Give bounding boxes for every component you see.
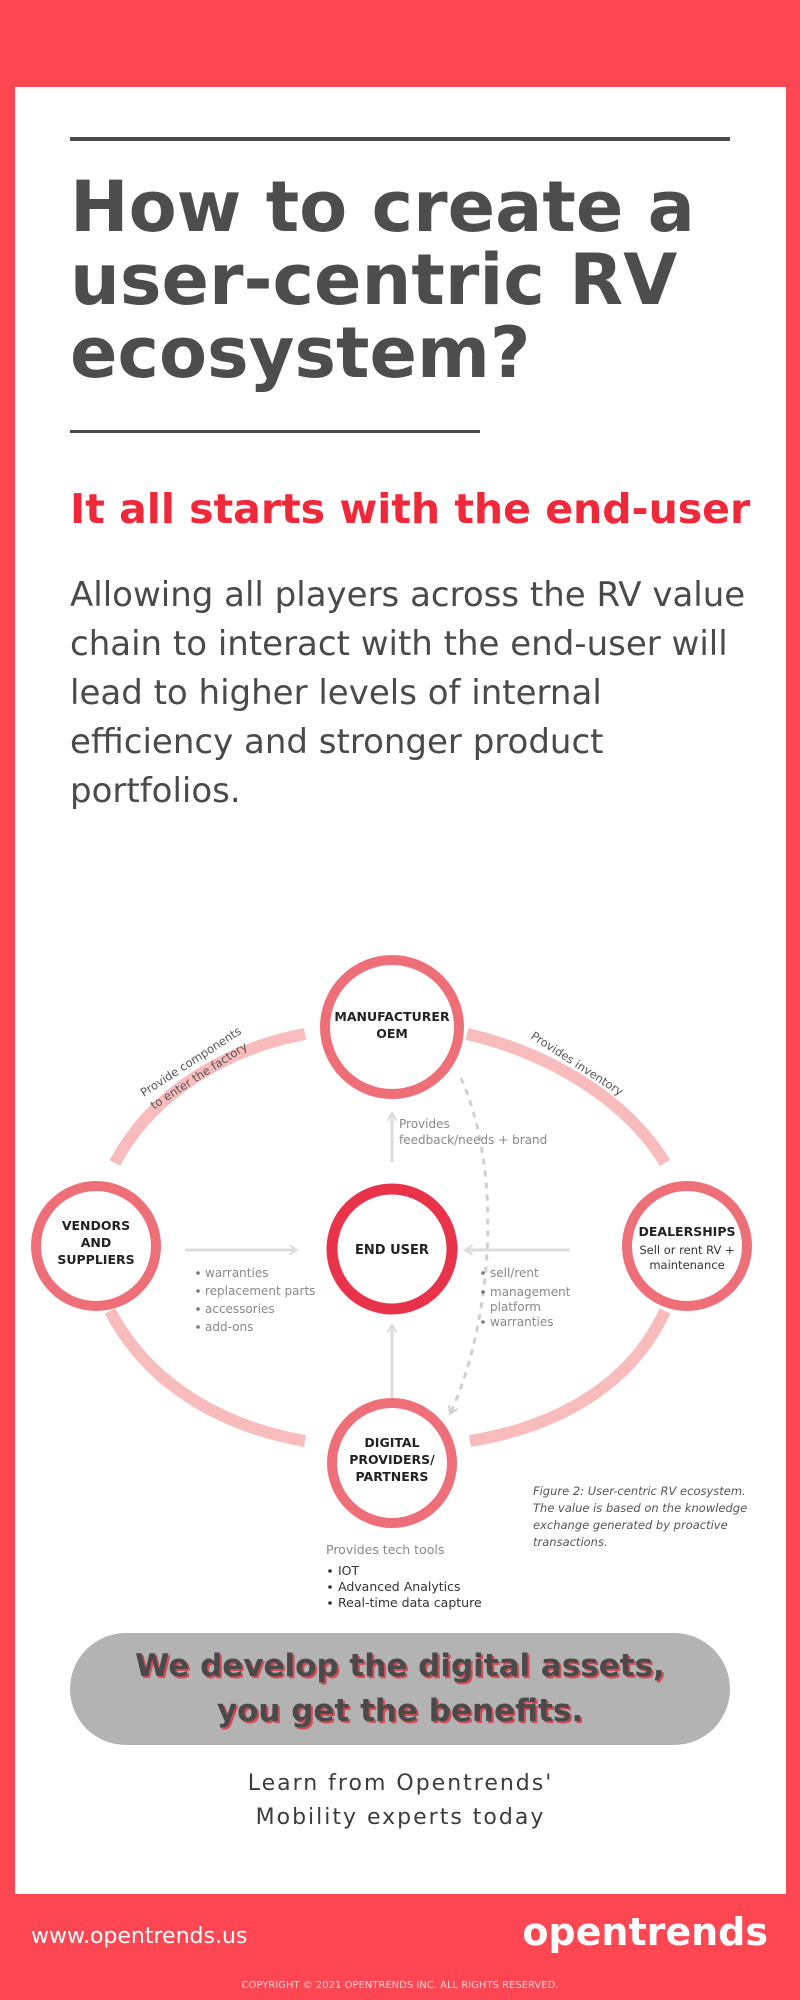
vendor-item: replacement parts xyxy=(205,1284,315,1298)
ecosystem-arcs xyxy=(104,1028,671,1447)
website-link[interactable]: www.opentrends.us xyxy=(31,1924,248,1949)
feedback-annotation-1: Provides xyxy=(399,1117,450,1131)
node-manufacturer: MANUFACTURER OEM xyxy=(320,955,464,1099)
digital-label-2: PROVIDERS/ xyxy=(349,1452,435,1467)
top-divider xyxy=(70,137,730,141)
content-card: How to create a user-centric RV ecosyste… xyxy=(15,87,786,1894)
opentrends-logo: opentrends xyxy=(522,1910,768,1954)
caption-line: Figure 2: User-centric RV ecosystem. xyxy=(533,1484,746,1498)
feedback-annotation-2: feedback/needs + brand xyxy=(399,1133,547,1147)
copyright-notice: COPYRIGHT © 2021 OPENTRENDS INC. ALL RIG… xyxy=(241,1980,559,1991)
vendor-item: accessories xyxy=(205,1302,275,1316)
benefits-banner: We develop the digital assets, you get t… xyxy=(70,1633,730,1745)
tech-items-list: IOT Advanced Analytics Real-time data ca… xyxy=(328,1563,482,1610)
node-dealerships: DEALERSHIPS Sell or rent RV + maintenanc… xyxy=(622,1181,752,1311)
vendors-label-3: SUPPLIERS xyxy=(57,1252,134,1267)
vendor-item: add-ons xyxy=(205,1320,253,1334)
tech-item: Real-time data capture xyxy=(338,1595,482,1610)
end-user-label: END USER xyxy=(355,1243,429,1258)
vendors-label-2: AND xyxy=(81,1235,112,1250)
caption-line: transactions. xyxy=(533,1535,608,1549)
dealer-item: sell/rent xyxy=(490,1266,539,1280)
vendors-label-1: VENDORS xyxy=(62,1218,130,1233)
dealerships-desc-1: Sell or rent RV + xyxy=(639,1243,734,1257)
dealer-item: management xyxy=(490,1285,571,1299)
arc-bottom-right xyxy=(469,1308,671,1447)
node-end-user: END USER xyxy=(326,1183,458,1315)
vendor-items-list: warranties replacement parts accessories… xyxy=(196,1266,315,1334)
node-digital-providers: DIGITAL PROVIDERS/ PARTNERS xyxy=(327,1398,457,1528)
dealerships-title: DEALERSHIPS xyxy=(639,1224,736,1239)
page-title: How to create a user-centric RV ecosyste… xyxy=(70,166,695,394)
intro-paragraph: Allowing all players across the RV value… xyxy=(70,575,746,811)
benefits-text: We develop the digital assets, you get t… xyxy=(135,1648,665,1729)
dealer-items-list: sell/rent management platform warranties xyxy=(481,1266,571,1329)
arc-top-left xyxy=(109,1028,307,1166)
dealer-item: warranties xyxy=(490,1315,553,1329)
tech-tools-title: Provides tech tools xyxy=(326,1542,444,1557)
ecosystem-diagram: Provide components to enter the factory … xyxy=(31,955,752,1610)
vendor-item: warranties xyxy=(205,1266,268,1280)
dealerships-desc-2: maintenance xyxy=(649,1258,724,1272)
title-divider xyxy=(70,430,480,433)
arc-top-right xyxy=(465,1028,671,1167)
caption-line: exchange generated by proactive xyxy=(533,1518,728,1532)
learn-more-text: Learn from Opentrends' Mobility experts … xyxy=(247,1771,554,1830)
dashed-exchange-arrow xyxy=(451,1077,490,1412)
digital-label-3: PARTNERS xyxy=(356,1469,429,1484)
tech-item: Advanced Analytics xyxy=(338,1579,460,1594)
digital-label-1: DIGITAL xyxy=(364,1435,419,1450)
manufacturer-label-2: OEM xyxy=(376,1026,408,1041)
subtitle: It all starts with the end-user xyxy=(70,485,751,533)
figure-caption: Figure 2: User-centric RV ecosystem. The… xyxy=(533,1484,747,1549)
tech-item: IOT xyxy=(338,1563,360,1578)
arc-bottom-left xyxy=(104,1308,307,1447)
caption-line: The value is based on the knowledge xyxy=(533,1501,747,1515)
node-vendors: VENDORS AND SUPPLIERS xyxy=(31,1181,161,1311)
dealer-item: platform xyxy=(490,1300,541,1314)
manufacturer-label-1: MANUFACTURER xyxy=(334,1009,450,1024)
